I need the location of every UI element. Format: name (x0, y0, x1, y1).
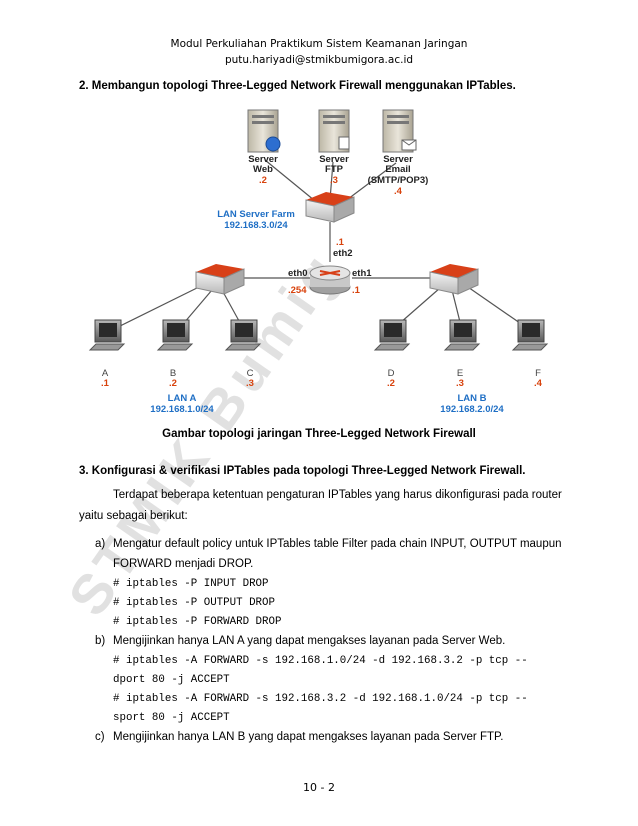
server-web-icon (247, 109, 281, 153)
switch-server-farm-icon (305, 192, 355, 223)
host-f-ip: .4 (534, 378, 543, 389)
server-web-sub: Web (253, 164, 273, 175)
lan-b-net: 192.168.2.0/24 (440, 404, 504, 415)
item-b-command-4: sport 80 -j ACCEPT (113, 712, 230, 724)
header-title: Modul Perkuliahan Praktikum Sistem Keama… (170, 38, 468, 50)
pc-e-icon (443, 319, 481, 351)
server-web-label: Server (248, 154, 278, 165)
pc-d-icon (373, 319, 411, 351)
router-firewall-icon (309, 265, 351, 295)
section-3-title: 3. Konfigurasi & verifikasi IPTables pad… (79, 465, 526, 477)
server-ftp-icon (318, 109, 350, 153)
server-ftp-ip: .3 (330, 175, 338, 186)
router-eth1-ip: .1 (352, 285, 361, 296)
router-eth0-ip: .254 (288, 285, 307, 296)
page-number: 10 - 2 (303, 781, 335, 794)
host-a-ip: .1 (101, 378, 110, 389)
host-d-ip: .2 (387, 378, 395, 389)
lan-a-label: LAN A (168, 393, 197, 404)
router-eth2-ip: .1 (336, 237, 345, 248)
item-a-command-2: # iptables -P OUTPUT DROP (113, 597, 275, 609)
server-ftp-label: Server (319, 154, 349, 165)
pc-c-icon (224, 319, 262, 351)
item-a-text-2: FORWARD menjadi DROP. (113, 558, 254, 570)
host-d-label: D (388, 368, 395, 379)
pc-f-icon (511, 319, 549, 351)
item-a-text-1: Mengatur default policy untuk IPTables t… (113, 538, 562, 550)
section-2-title: 2. Membangun topologi Three-Legged Netwo… (79, 80, 516, 92)
lan-b-label: LAN B (457, 393, 486, 404)
server-ftp-sub: FTP (325, 164, 344, 175)
item-b-command-2: dport 80 -j ACCEPT (113, 674, 230, 686)
server-email-icon (382, 109, 417, 153)
host-b-label: B (170, 368, 176, 379)
item-a-command-1: # iptables -P INPUT DROP (113, 578, 269, 590)
item-c-label: c) (95, 731, 105, 743)
header-email: putu.hariyadi@stmikbumigora.ac.id (224, 54, 414, 66)
server-email-sub: Email (385, 164, 410, 175)
item-b-label: b) (95, 635, 106, 647)
intro-line-2: yaitu sebagai berikut: (79, 510, 188, 522)
host-a-label: A (102, 368, 109, 379)
host-c-ip: .3 (246, 378, 254, 389)
host-e-ip: .3 (456, 378, 464, 389)
pc-b-icon (156, 319, 194, 351)
server-email-label: Server (383, 154, 413, 165)
item-a-label: a) (95, 538, 106, 550)
item-b-command-1: # iptables -A FORWARD -s 192.168.1.0/24 … (113, 655, 528, 667)
host-e-label: E (457, 368, 463, 379)
server-email-sub2: (SMTP/POP3) (368, 175, 429, 186)
lan-server-farm-net: 192.168.3.0/24 (224, 220, 288, 231)
server-web-ip: .2 (259, 175, 267, 186)
figure-caption: Gambar topologi jaringan Three-Legged Ne… (162, 428, 476, 440)
host-c-label: C (247, 368, 254, 379)
item-b-command-3: # iptables -A FORWARD -s 192.168.3.2 -d … (113, 693, 528, 705)
router-eth2-label: eth2 (333, 248, 353, 259)
host-b-ip: .2 (169, 378, 177, 389)
item-a-command-3: # iptables -P FORWARD DROP (113, 616, 282, 628)
host-f-label: F (535, 368, 541, 379)
server-email-ip: .4 (394, 186, 403, 197)
switch-lan-a-icon (195, 264, 245, 295)
lan-a-net: 192.168.1.0/24 (150, 404, 214, 415)
pc-a-icon (88, 319, 126, 351)
item-b-text-1: Mengijinkan hanya LAN A yang dapat menga… (113, 635, 506, 647)
item-c-text-1: Mengijinkan hanya LAN B yang dapat menga… (113, 731, 504, 743)
pc-icons (88, 319, 549, 351)
router-eth0-label: eth0 (288, 268, 308, 279)
intro-line-1: Terdapat beberapa ketentuan pengaturan I… (113, 489, 562, 501)
switch-lan-b-icon (429, 264, 479, 295)
network-topology-diagram: Server Web .2 Server FTP .3 Server Email… (88, 109, 549, 415)
links (111, 159, 531, 331)
router-eth1-label: eth1 (352, 268, 372, 279)
lan-server-farm-label: LAN Server Farm (217, 209, 295, 220)
